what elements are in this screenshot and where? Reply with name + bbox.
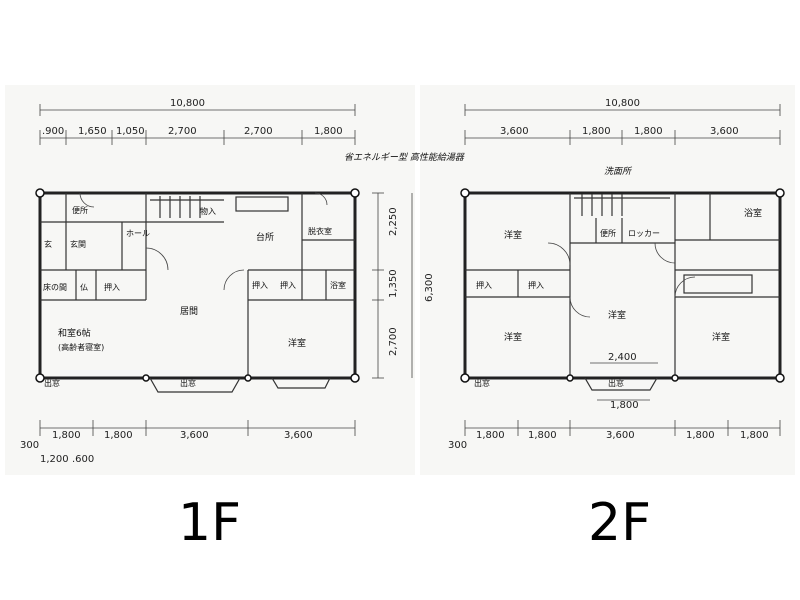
floor2-bottom-dim-2: 1,800 [528, 430, 557, 441]
floor2-total-width: 10,800 [605, 98, 640, 109]
floor1-total-width: 10,800 [170, 98, 205, 109]
floor1-room-tokonoma: 床の間 [43, 282, 67, 292]
floor1-room-japanese: 和室6帖 [58, 327, 91, 339]
floor1-room-butsudan: 仏 [80, 283, 88, 292]
floor2-top-dim-2: 1,800 [582, 126, 611, 137]
floor2-plan: 10,800 3,600 1,800 1,800 3,600 洗面所 [448, 98, 785, 451]
floor1-bay-window-west [271, 377, 331, 389]
floor2-stairs [574, 194, 670, 216]
floor1-bottom-sub-dim-2: 1,200 [40, 454, 69, 465]
floor2-inner-dim-1: 2,400 [608, 352, 637, 363]
floor2-top-dim-1: 3,600 [500, 126, 529, 137]
floor2-room-western-center: 洋室 [608, 309, 626, 321]
floor2-inner-dim-2: 1,800 [610, 400, 639, 411]
floor1-room-closet-a: 押入 [104, 282, 120, 292]
floor1-top-dim-6: 1,800 [314, 126, 343, 137]
floor1-bay-window-living [149, 377, 241, 393]
floor1-bottom-sub-dim-3: .600 [72, 454, 94, 465]
floor2-room-locker: ロッカー [628, 229, 660, 238]
floor1-top-dim-5: 2,700 [244, 126, 273, 137]
floor2-bottom-dim-1: 1,800 [476, 430, 505, 441]
floor1-room-hall: ホール [126, 229, 150, 238]
floor2-top-dim-3: 1,800 [634, 126, 663, 137]
floor2-top-dim-4: 3,600 [710, 126, 739, 137]
floor2-label: 2F [588, 493, 651, 553]
floor2-room-closet-b: 押入 [528, 280, 544, 290]
floor1-room-western: 洋室 [288, 337, 306, 349]
floor2-vanity-unit [683, 274, 753, 294]
floor1-room-storage: 物入 [200, 206, 216, 216]
floor2-bottom-dim-4: 1,800 [686, 430, 715, 441]
floor2-paper [420, 85, 795, 475]
floor2-bottom-sub-dim-1: 300 [448, 440, 467, 451]
floor1-room-living: 居間 [180, 306, 198, 317]
floor1-room-gen: 玄 [44, 239, 52, 249]
floor1-top-dim-3: 1,050 [116, 126, 145, 137]
floor1-room-japanese-note: (高齢者寝室) [58, 342, 104, 352]
floor1-room-entrance: 玄関 [70, 239, 86, 249]
floor1-room-toilet: 便所 [72, 205, 88, 215]
floor2-room-closet-a: 押入 [476, 280, 492, 290]
floor2-note: 洗面所 [604, 166, 633, 177]
floor1-right-dim-2: 1,350 [388, 269, 399, 298]
floor1-note: 省エネルギー型 高性能給湯器 [344, 152, 465, 163]
floor2-bottom-dim-3: 3,600 [606, 430, 635, 441]
floor1-paper [5, 85, 415, 475]
floor1-right-dim-1: 2,250 [388, 207, 399, 236]
floor1-room-bay-a: 出窓 [180, 378, 196, 388]
floor1-top-dim-4: 2,700 [168, 126, 197, 137]
floor2-room-bay-b: 出窓 [608, 378, 624, 388]
floor2-bay-window-center [584, 377, 658, 391]
floor1-bottom-dim-4: 3,600 [284, 430, 313, 441]
floor1-room-closet-b: 押入 [252, 280, 268, 290]
floor2-room-western-sw: 洋室 [504, 331, 522, 343]
floor1-bottom-dim-1: 1,800 [52, 430, 81, 441]
floor2-room-western-nw: 洋室 [504, 229, 522, 241]
floor2-room-bath: 浴室 [744, 207, 762, 219]
floor1-label: 1F [178, 493, 241, 553]
floor1-room-dressing: 脱衣室 [308, 226, 332, 236]
floor1-total-depth: 6,300 [424, 273, 435, 302]
floor1-right-dim-3: 2,700 [388, 327, 399, 356]
floor1-room-closet-c: 押入 [280, 280, 296, 290]
floor2-room-western-se: 洋室 [712, 331, 730, 343]
floor1-room-bay-b: 出窓 [44, 378, 60, 388]
floor1-top-dim-2: 1,650 [78, 126, 107, 137]
floor2-room-toilet: 便所 [600, 228, 616, 238]
floor1-bottom-sub-dim-1: 300 [20, 440, 39, 451]
floor1-bottom-dim-2: 1,800 [104, 430, 133, 441]
floor2-bottom-dim-5: 1,800 [740, 430, 769, 441]
floor1-stairs [150, 196, 224, 218]
floor1-plan: 10,800 .900 1,650 1,050 2,700 2,700 1,80… [20, 98, 465, 465]
floor1-top-dim-1: .900 [42, 126, 64, 137]
floor1-room-bath: 浴室 [330, 280, 346, 290]
floor2-room-bay-a: 出窓 [474, 378, 490, 388]
floor1-room-kitchen: 台所 [256, 231, 274, 243]
floor1-kitchen-counter [235, 196, 289, 212]
floor1-bottom-dim-3: 3,600 [180, 430, 209, 441]
